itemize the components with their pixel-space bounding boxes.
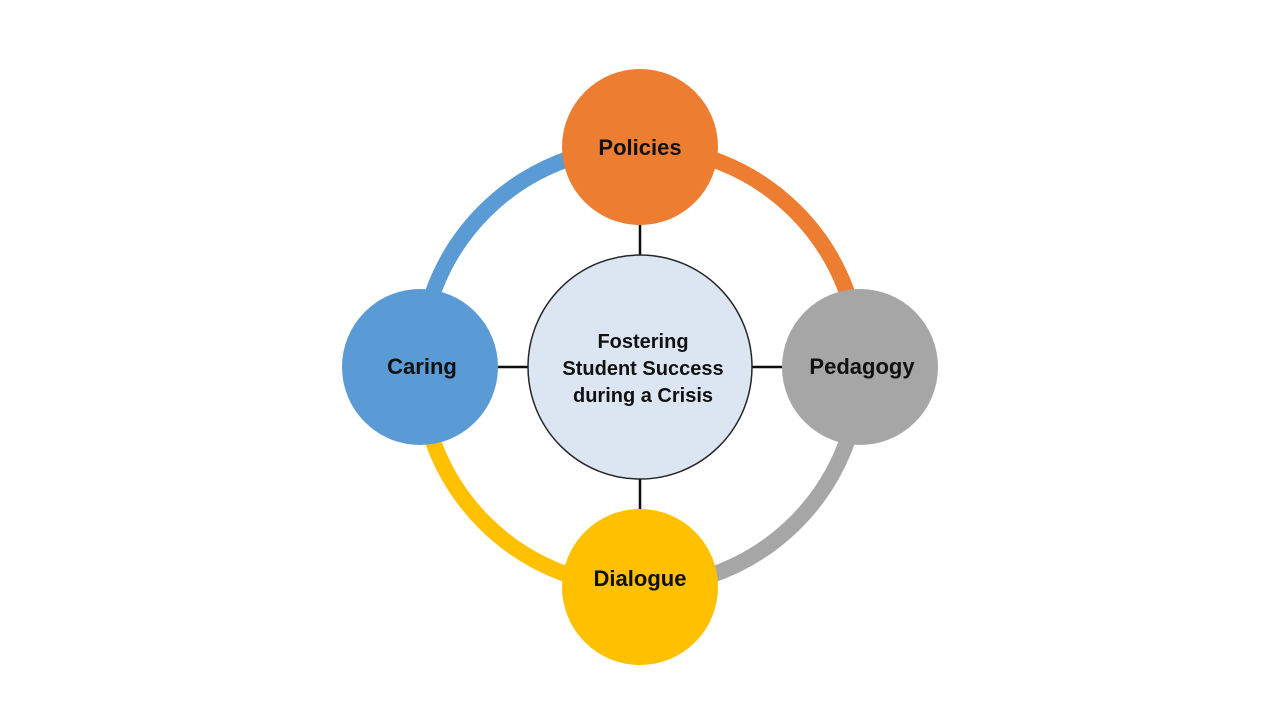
node-label-pedagogy: Pedagogy: [809, 354, 915, 379]
center-label-line-3: during a Crisis: [573, 385, 713, 407]
node-circle-caring[interactable]: [342, 289, 498, 445]
center-circle-outline: [527, 254, 753, 480]
node-circle-dialogue[interactable]: [562, 509, 718, 665]
node-label-policies: Policies: [598, 135, 681, 160]
node-label-dialogue: Dialogue: [594, 566, 687, 591]
center-circle[interactable]: [528, 255, 752, 479]
node-circle-policies[interactable]: [562, 69, 718, 225]
node-label-caring: Caring: [387, 354, 457, 379]
node-circle-pedagogy[interactable]: [782, 289, 938, 445]
center-label: Fostering Student Success during a Crisi…: [562, 331, 723, 407]
center-label-line-2: Student Success: [562, 358, 723, 380]
center-label-line-1: Fostering: [597, 331, 688, 353]
